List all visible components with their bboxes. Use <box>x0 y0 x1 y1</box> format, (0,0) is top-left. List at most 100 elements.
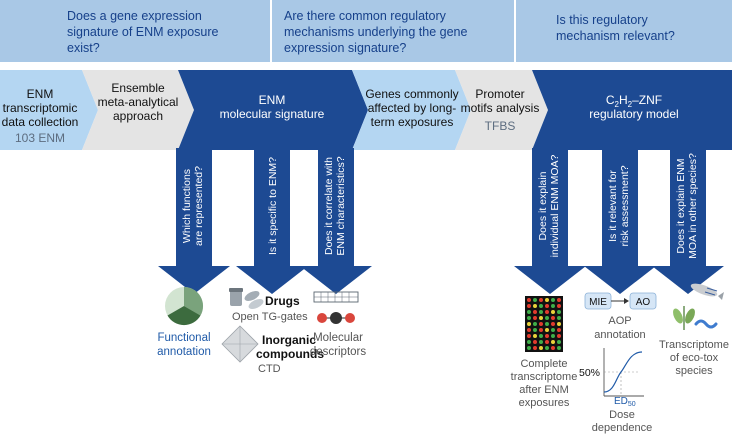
microarray-spot <box>533 298 537 302</box>
microarray-spot <box>539 334 543 338</box>
microarray-spot <box>527 328 531 332</box>
microarray-spot <box>551 310 555 314</box>
ecotox-line-2: of eco-tox <box>670 352 719 364</box>
question-box-2: Are there common regulatory mechanisms u… <box>272 0 514 62</box>
step-5-line-2: motifs analysis <box>461 101 540 115</box>
arrow-6-line-1: Does it explain ENM <box>675 158 687 253</box>
microarray-spot <box>545 298 549 302</box>
microarray-spot <box>527 334 531 338</box>
drugs-label: Drugs <box>265 294 300 308</box>
arrow-3-line-1: Does it correlate with <box>323 157 335 255</box>
down-arrow-1 <box>158 148 230 294</box>
step-6-line-2: regulatory model <box>589 107 678 121</box>
aop-mie: MIE <box>589 297 607 308</box>
microarray-spot <box>551 328 555 332</box>
ecotox-line-1: Transcriptome <box>659 339 729 351</box>
flow-step-1-text: ENM transcriptomic data collection 103 E… <box>2 87 79 145</box>
microarray-spot <box>557 334 561 338</box>
microarray-spot <box>533 340 537 344</box>
molecular-line-2: descriptors <box>310 346 366 358</box>
down-arrow-2 <box>236 148 308 294</box>
arrow-5-line-1: Is it relevant for <box>607 170 619 242</box>
microarray-spot <box>545 334 549 338</box>
step-6-line-1: C2H2–ZNF <box>606 93 662 109</box>
microarray-spot <box>551 298 555 302</box>
microarray-spot <box>527 304 531 308</box>
microarray-spot <box>527 310 531 314</box>
microarray-spot <box>527 298 531 302</box>
microarray-spot <box>527 322 531 326</box>
down-arrow-6 <box>652 148 724 294</box>
question-2-line-3: expression signature? <box>284 41 406 55</box>
microarray-spot <box>527 346 531 350</box>
step-2-line-1: Ensemble <box>111 81 165 95</box>
question-box-3: Is this regulatory mechanism relevant? <box>516 0 732 62</box>
transcriptome-line-4: exposures <box>519 397 570 409</box>
aop-diagram-icon: MIE AO <box>584 292 657 310</box>
nanotube-icon <box>313 291 359 303</box>
inorganic-sub: CTD <box>258 363 281 375</box>
flow-step-5-text: Promoter motifs analysis TFBS <box>461 87 540 133</box>
step-5-sub: TFBS <box>485 119 516 133</box>
microarray-spot <box>533 310 537 314</box>
question-3-line-1: Is this regulatory <box>556 13 648 27</box>
microarray-spot <box>539 304 543 308</box>
arrow-6-line-2: MOA in other species? <box>687 153 699 259</box>
microarray-spot <box>539 328 543 332</box>
step-3-line-2: molecular signature <box>220 107 325 121</box>
flow-step-4-shape <box>352 70 471 150</box>
functional-line-2: annotation <box>157 346 211 358</box>
step-1-line-1: ENM <box>27 87 54 101</box>
step-4-line-3: term exposures <box>371 115 454 129</box>
arrow-4-line-1: Does it explain <box>537 171 549 240</box>
drugs-icon <box>229 288 264 309</box>
ecotox-line-3: species <box>675 365 713 377</box>
step-5-line-1: Promoter <box>475 87 524 101</box>
dose-ed50: ED50 <box>614 396 636 408</box>
arrow-1-line-2: are represented? <box>193 166 205 246</box>
microarray-spot <box>527 316 531 320</box>
crystal-icon <box>221 325 259 363</box>
arrow-2-line-1: Is it specific to ENM? <box>267 157 279 255</box>
question-box-1: Does a gene expression signature of ENM … <box>0 0 270 62</box>
fish-icon <box>690 283 724 300</box>
microarray-spot <box>557 304 561 308</box>
pie-chart-icon <box>165 286 204 326</box>
inorganic-line-1: Inorganic <box>262 333 316 347</box>
microarray-spot <box>533 334 537 338</box>
microarray-spot <box>551 334 555 338</box>
microarray-spot <box>545 322 549 326</box>
microarray-spot <box>533 316 537 320</box>
microarray-spot <box>533 304 537 308</box>
step-1-sub: 103 ENM <box>15 131 65 145</box>
flow-step-5-shape <box>455 70 548 150</box>
arrow-4-line-2: individual ENM MOA? <box>549 154 561 257</box>
microarray-spot <box>545 316 549 320</box>
flow-step-4-text: Genes commonly affected by long- term ex… <box>365 87 458 129</box>
flow-step-3-text: ENM molecular signature <box>220 93 325 121</box>
down-arrow-3 <box>300 148 372 294</box>
dose-y-label: 50% <box>579 367 600 379</box>
microarray-spot <box>539 316 543 320</box>
flow-step-1-shape <box>0 70 98 150</box>
microarray-spot <box>551 304 555 308</box>
step-4-line-2: affected by long- <box>368 101 457 115</box>
step-3-line-1: ENM <box>259 93 286 107</box>
question-1-line-1: Does a gene expression <box>67 9 202 23</box>
aop-ao: AO <box>636 297 651 308</box>
flow-step-2-shape <box>82 70 194 150</box>
dose-response-icon <box>603 348 644 397</box>
microarray-spot <box>557 298 561 302</box>
microarray-spot <box>557 310 561 314</box>
microarray-spot <box>539 322 543 326</box>
aop-line-1: AOP <box>608 315 631 327</box>
aop-line-2: annotation <box>594 329 645 341</box>
microarray-spot <box>545 346 549 350</box>
step-4-line-1: Genes commonly <box>365 87 458 101</box>
microarray-spot <box>533 328 537 332</box>
flow-step-3-shape <box>178 70 368 150</box>
arrow-5-line-2: risk assessment? <box>619 165 631 246</box>
down-arrow-5 <box>584 148 656 294</box>
microarray-spot <box>551 322 555 326</box>
